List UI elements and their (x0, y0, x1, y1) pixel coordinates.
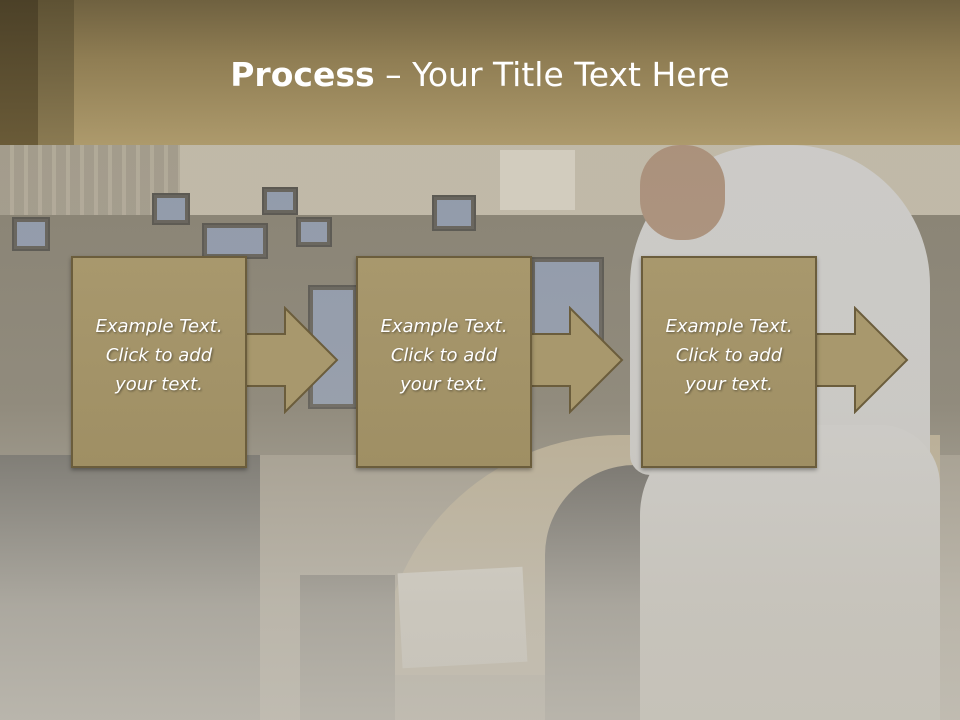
process-step-2: Example Text. Click to add your text. (356, 256, 624, 468)
step-text-line: Click to add (643, 341, 815, 370)
slide-header: Process – Your Title Text Here (0, 0, 960, 145)
step-text-line: your text. (643, 370, 815, 399)
step-text-line: your text. (358, 370, 530, 399)
right-arrow-icon (809, 306, 909, 414)
step-text-line: Click to add (358, 341, 530, 370)
process-step-1: Example Text. Click to add your text. (71, 256, 339, 468)
step-text-1[interactable]: Example Text. Click to add your text. (73, 312, 245, 399)
step-box-2[interactable]: Example Text. Click to add your text. (356, 256, 532, 468)
step-text-line: Example Text. (358, 312, 530, 341)
step-text-line: Example Text. (643, 312, 815, 341)
step-text-2[interactable]: Example Text. Click to add your text. (358, 312, 530, 399)
step-text-line: your text. (73, 370, 245, 399)
step-box-1[interactable]: Example Text. Click to add your text. (71, 256, 247, 468)
process-step-3: Example Text. Click to add your text. (641, 256, 909, 468)
slide-title[interactable]: Process – Your Title Text Here (0, 54, 960, 96)
step-text-line: Click to add (73, 341, 245, 370)
step-text-3[interactable]: Example Text. Click to add your text. (643, 312, 815, 399)
title-rest: – Your Title Text Here (375, 55, 730, 94)
title-bold: Process (230, 55, 374, 94)
right-arrow-icon (239, 306, 339, 414)
right-arrow-icon (524, 306, 624, 414)
step-text-line: Example Text. (73, 312, 245, 341)
step-box-3[interactable]: Example Text. Click to add your text. (641, 256, 817, 468)
